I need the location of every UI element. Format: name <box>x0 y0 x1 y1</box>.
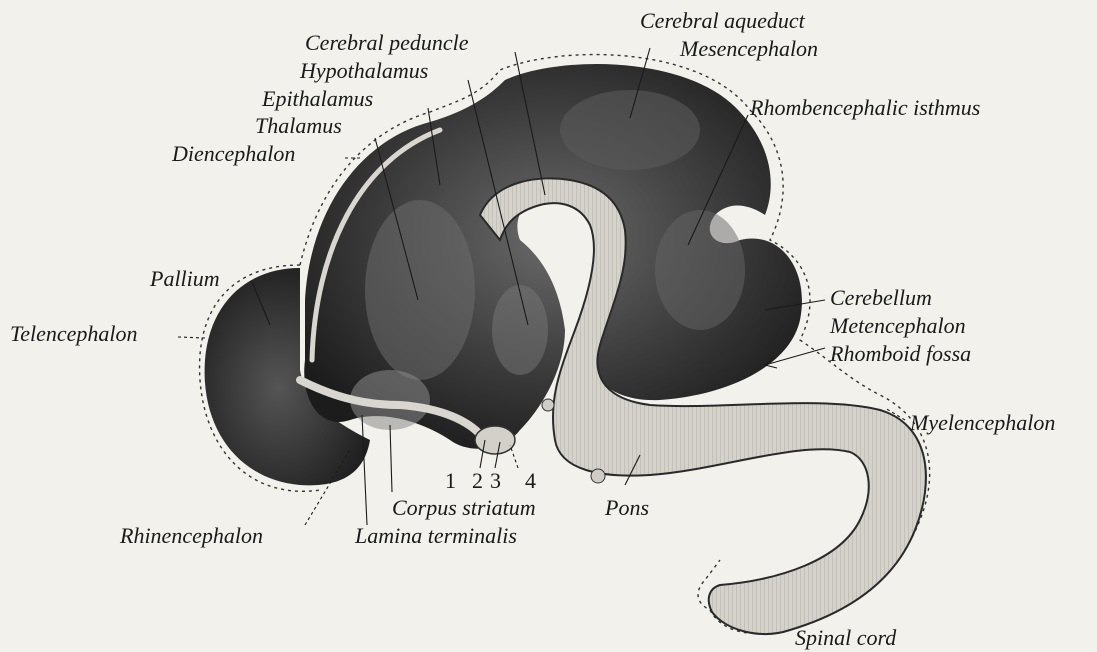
leader-lamina-terminalis-2 <box>390 425 392 492</box>
nub-lower <box>591 469 605 483</box>
isthmus-shading <box>655 210 745 330</box>
label-cerebral-aqueduct: Cerebral aqueduct <box>640 10 805 32</box>
nub-upper <box>542 399 554 411</box>
label-cerebellum: Cerebellum <box>830 287 932 309</box>
hypothalamus-shading <box>492 285 548 375</box>
label-myelencephalon: Myelencephalon <box>910 412 1055 434</box>
label-corpus-striatum: Corpus striatum <box>392 497 536 519</box>
label-number-4: 4 <box>525 470 536 492</box>
label-epithalamus: Epithalamus <box>262 88 373 110</box>
label-rhombencephalic-isthmus: Rhombencephalic isthmus <box>750 97 980 119</box>
label-hypothalamus: Hypothalamus <box>300 60 428 82</box>
label-rhomboid-fossa: Rhomboid fossa <box>830 343 971 365</box>
label-pallium: Pallium <box>150 268 220 290</box>
label-diencephalon: Diencephalon <box>172 143 295 165</box>
leader-num-4 <box>510 445 518 468</box>
mesencephalon-shading <box>560 90 700 170</box>
label-number-1: 1 <box>445 470 456 492</box>
label-rhinencephalon: Rhinencephalon <box>120 525 263 547</box>
optic-chiasm <box>475 426 515 454</box>
label-number-3: 3 <box>490 470 501 492</box>
label-pons: Pons <box>605 497 649 519</box>
thalamus-shading <box>365 200 475 380</box>
leader-lamina-terminalis-1 <box>362 415 367 525</box>
label-mesencephalon: Mesencephalon <box>680 38 818 60</box>
label-thalamus: Thalamus <box>255 115 342 137</box>
label-number-2: 2 <box>472 470 483 492</box>
label-spinal-cord: Spinal cord <box>795 627 896 649</box>
label-lamina-terminalis: Lamina terminalis <box>355 525 517 547</box>
label-metencephalon: Metencephalon <box>830 315 966 337</box>
leader-telencephalon <box>178 337 205 338</box>
label-telencephalon: Telencephalon <box>10 323 138 345</box>
label-cerebral-peduncle: Cerebral peduncle <box>305 32 469 54</box>
